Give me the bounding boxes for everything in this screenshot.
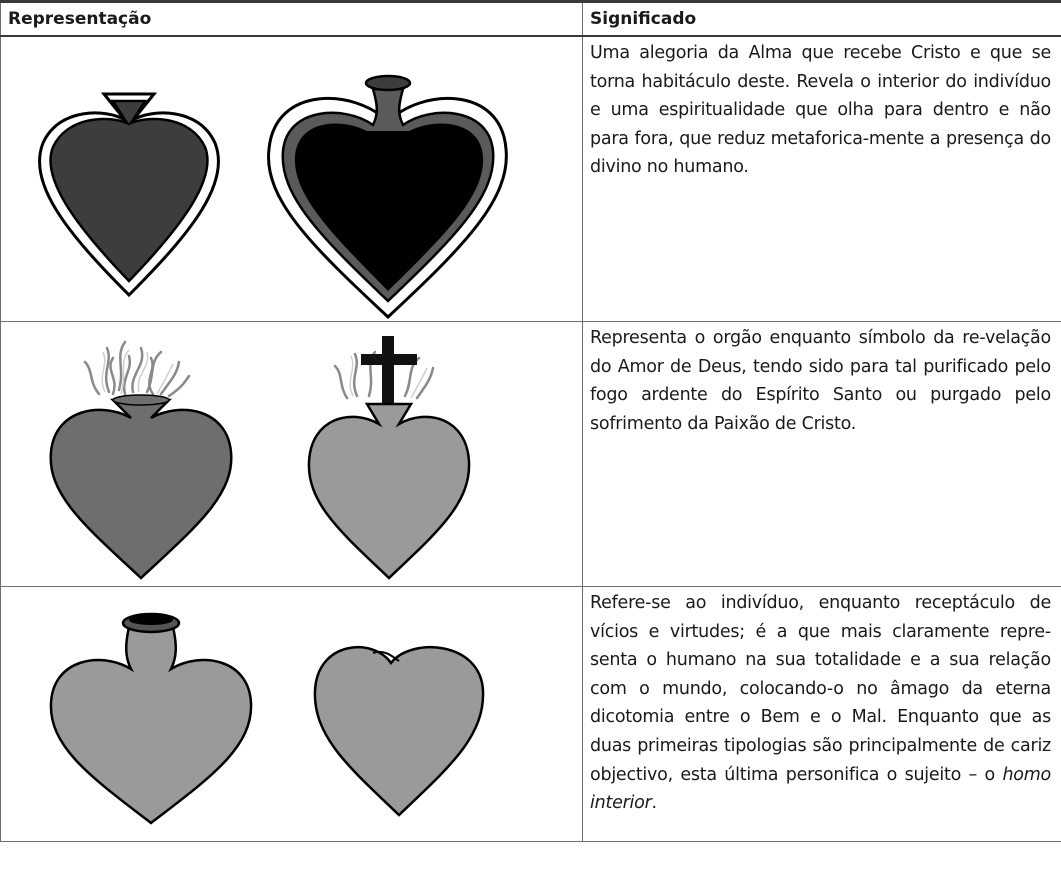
meaning-text-end: . <box>651 793 658 814</box>
meaning-cell: Refere-se ao indivíduo, enquanto receptá… <box>582 586 1061 842</box>
representation-cell <box>0 321 583 587</box>
meaning-emphasis: homo interior <box>590 764 1051 814</box>
representation-cell <box>0 35 583 322</box>
spade-heart-icon <box>37 92 221 298</box>
vessel-heart-icon <box>49 612 253 825</box>
hollow-vessel-heart-icon <box>267 74 508 320</box>
header-representacao: Representação <box>0 0 583 37</box>
table-row: Representa o orgão enquanto símbolo da r… <box>0 321 1061 587</box>
plain-heart-icon <box>313 645 485 817</box>
meaning-text: Refere-se ao indivíduo, enquanto receptá… <box>590 593 1051 785</box>
table-header-row: Representação Significado <box>0 0 1061 37</box>
flaming-heart-with-cross-icon <box>307 336 471 580</box>
table-row: Refere-se ao indivíduo, enquanto receptá… <box>0 586 1061 842</box>
meaning-cell: Uma alegoria da Alma que recebe Cristo e… <box>582 35 1061 322</box>
representation-cell <box>0 586 583 842</box>
table-row: Uma alegoria da Alma que recebe Cristo e… <box>0 35 1061 322</box>
header-significado: Significado <box>582 0 1061 37</box>
flaming-heart-icon <box>49 340 233 580</box>
meaning-cell: Representa o orgão enquanto símbolo da r… <box>582 321 1061 587</box>
hearts-table: Representação Significado <box>0 0 1061 842</box>
